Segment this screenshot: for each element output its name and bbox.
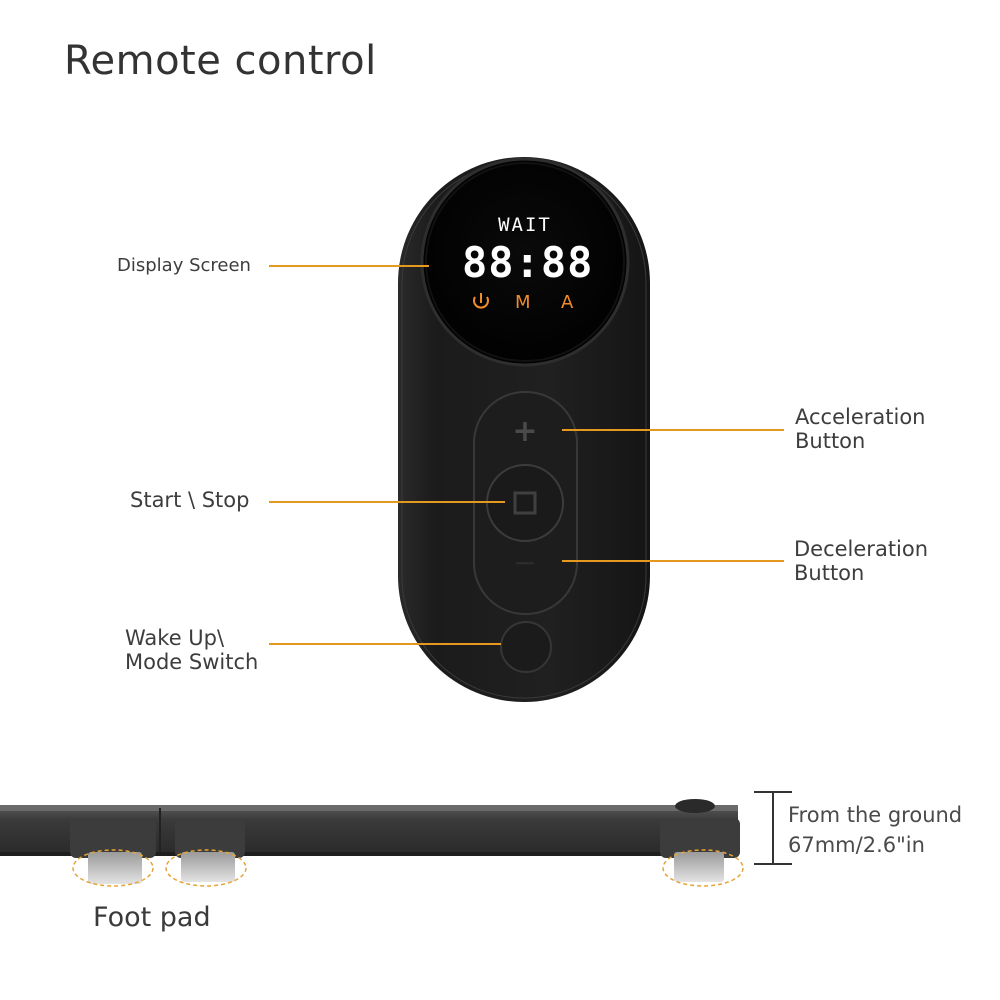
stop-square-icon — [513, 491, 537, 515]
screen-time-text: 88:88 — [462, 238, 594, 287]
foot-pad-highlight — [662, 849, 744, 887]
acceleration-leader — [562, 429, 784, 431]
foot-pad-label: Foot pad — [93, 902, 211, 933]
start-stop-label: Start \ Stop — [130, 488, 250, 512]
screen-mode-a: A — [561, 292, 574, 313]
page-title: Remote control — [64, 38, 377, 84]
foot-pad — [674, 852, 724, 882]
foot-pad — [181, 852, 235, 882]
screen-status-text: WAIT — [498, 214, 552, 236]
screen-mode-m: M — [515, 292, 531, 313]
wake-up-label: Wake Up\ Mode Switch — [125, 626, 259, 674]
acceleration-label: Acceleration Button — [795, 405, 926, 453]
display-screen — [420, 157, 630, 367]
deceleration-label: Deceleration Button — [794, 537, 929, 585]
height-bracket — [754, 791, 792, 865]
height-label: From the ground 67mm/2.6"in — [788, 803, 963, 857]
wake-up-button — [500, 621, 552, 673]
deceleration-leader — [562, 560, 784, 562]
foot-pad-highlight — [165, 849, 247, 887]
wake-up-leader — [269, 643, 501, 645]
start-stop-leader — [269, 501, 505, 503]
foot-pad-highlight — [72, 849, 154, 887]
power-icon — [473, 293, 489, 309]
acceleration-plus-symbol[interactable]: + — [512, 414, 538, 449]
display-screen-label: Display Screen — [117, 255, 251, 276]
display-screen-leader — [269, 265, 429, 267]
deceleration-minus-symbol[interactable]: − — [513, 546, 537, 579]
start-stop-button — [486, 464, 564, 542]
foot-pad — [88, 852, 142, 884]
